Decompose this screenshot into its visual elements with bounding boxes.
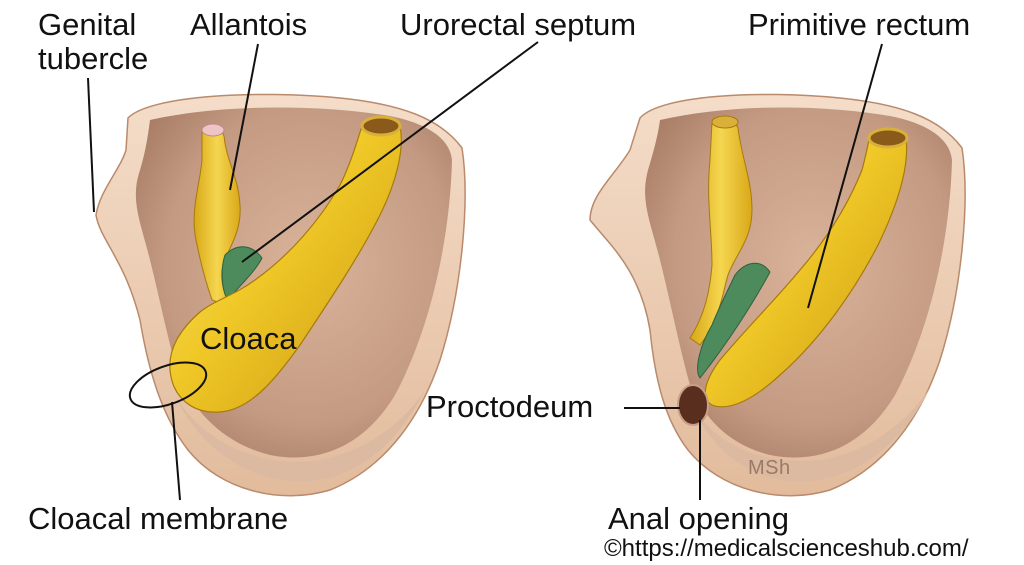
leader-lines xyxy=(87,41,883,501)
label-urorectal-septum: Urorectal septum xyxy=(400,7,637,42)
right-allantois-tip xyxy=(711,115,739,129)
right-cavity-floor xyxy=(690,388,930,482)
right-primitive-rectum xyxy=(704,129,908,408)
leader-genital-tubercle xyxy=(87,77,95,213)
right-urorectal-septum xyxy=(697,262,771,379)
left-hindgut-lumen xyxy=(360,115,402,137)
left-cavity-floor xyxy=(175,390,425,482)
label-genital-tubercle-line2: tubercle xyxy=(38,41,149,76)
label-genital-tubercle-line1: Genital xyxy=(38,7,137,42)
leader-cloacal-membrane xyxy=(171,401,181,501)
watermark-initials: MSh xyxy=(748,457,791,479)
leader-primitive-rectum xyxy=(807,43,883,309)
leader-urorectal-septum xyxy=(241,41,539,263)
right-allantois xyxy=(689,119,753,346)
cloacal-membrane-ring xyxy=(128,361,208,409)
left-hindgut-cloaca xyxy=(169,119,402,413)
left-urorectal-septum xyxy=(221,246,263,301)
label-allantois: Allantois xyxy=(190,7,308,42)
label-primitive-rectum: Primitive rectum xyxy=(748,7,971,42)
credit-url: ©https://medicalscienceshub.com/ xyxy=(604,535,969,562)
label-anal-opening: Anal opening xyxy=(608,501,789,536)
label-cloaca: Cloaca xyxy=(200,321,297,356)
left-specimen xyxy=(95,93,466,497)
anal-opening-pit xyxy=(677,384,709,426)
leader-allantois xyxy=(229,43,259,191)
label-cloacal-membrane: Cloacal membrane xyxy=(28,501,289,536)
label-proctodeum: Proctodeum xyxy=(426,389,594,424)
right-specimen xyxy=(589,93,966,497)
left-allantois-tip xyxy=(201,123,225,137)
right-rectum-lumen xyxy=(867,127,909,149)
